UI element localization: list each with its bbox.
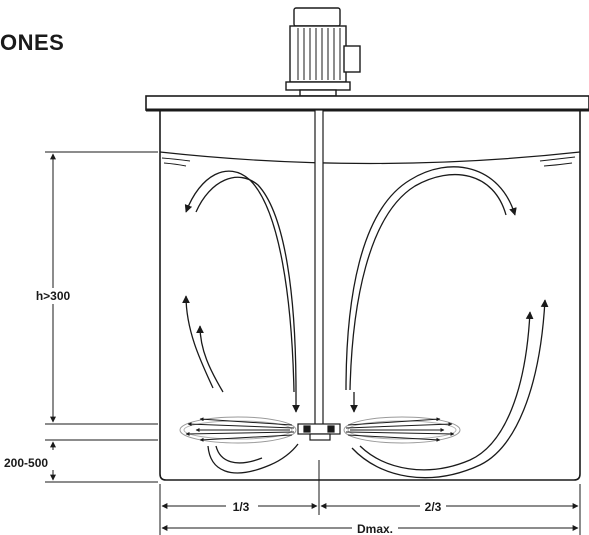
left-discharge-flow [179,416,297,444]
diameter-label: Dmax. [357,522,393,535]
motor [285,7,361,97]
motor-flange [285,81,351,91]
tank-wall [159,110,581,481]
right-discharge-flow [343,416,461,444]
agitator-shaft [314,109,324,427]
motor-body [289,25,347,83]
impeller [297,423,341,441]
height-label: h>300 [36,289,71,303]
right-circulation-loop [345,166,549,479]
impeller-boss [309,433,331,441]
motor-coupling [299,89,337,97]
tank-lid [145,95,589,112]
left-fraction-label: 1/3 [233,500,250,514]
motor-top-cap [293,7,341,27]
left-circulation-loop [182,170,300,474]
width-dimension [159,460,581,535]
clearance-label: 200-500 [4,456,48,470]
height-dimension [45,151,158,483]
right-fraction-label: 2/3 [425,500,442,514]
liquid-surface [159,151,581,167]
page-title: ONES [0,30,65,55]
terminal-box [343,45,361,73]
